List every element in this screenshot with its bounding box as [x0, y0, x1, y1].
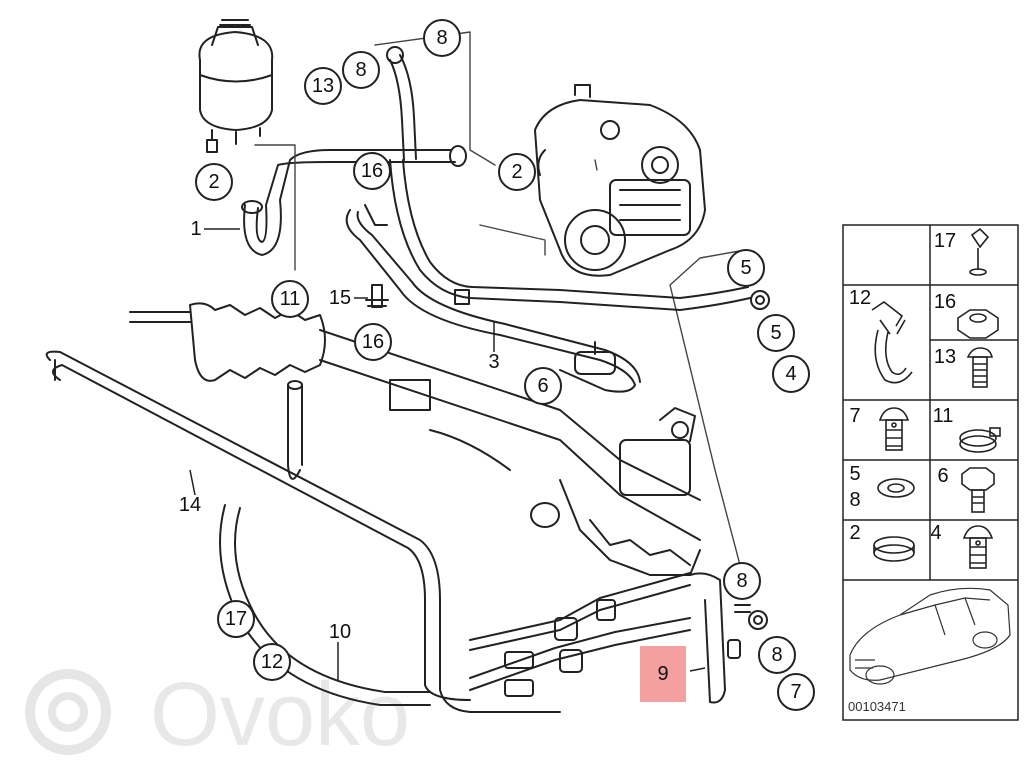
callout-5-top: 5 — [727, 249, 765, 287]
svg-text:11: 11 — [280, 288, 301, 310]
svg-text:6: 6 — [937, 465, 948, 487]
callout-8-bottom: 8 — [758, 636, 796, 674]
parts-table-cell-4: 4 — [930, 522, 994, 569]
parts-table-cell-16: 16 — [934, 291, 999, 339]
clamp-clip-icon — [969, 227, 990, 276]
fitting-15-drawing — [365, 284, 389, 308]
label-1: 1 — [190, 218, 201, 240]
svg-text:16: 16 — [361, 160, 383, 182]
svg-text:2: 2 — [208, 171, 219, 193]
svg-text:13: 13 — [312, 75, 334, 97]
callout-4: 4 — [772, 355, 810, 393]
svg-text:8: 8 — [436, 27, 447, 49]
parts-table-cell-2: 2 — [849, 522, 915, 562]
svg-text:5: 5 — [740, 257, 751, 279]
hose-1-drawing — [241, 145, 467, 256]
svg-text:17: 17 — [934, 230, 956, 252]
svg-text:16: 16 — [934, 291, 956, 313]
highlight-callout-9: 9 — [640, 646, 686, 702]
callout-6: 6 — [524, 367, 562, 405]
bracket-clip-icon — [871, 301, 913, 384]
svg-text:8: 8 — [355, 59, 366, 81]
svg-text:5: 5 — [849, 463, 860, 485]
clamp-band-icon — [873, 536, 915, 562]
parts-table-cell-6: 6 — [937, 465, 995, 513]
svg-text:13: 13 — [934, 346, 956, 368]
hose-3-drawing — [345, 46, 770, 393]
svg-text:5: 5 — [770, 322, 781, 344]
svg-text:7: 7 — [849, 405, 860, 427]
parts-table-cell-13: 13 — [934, 346, 993, 388]
label-10: 10 — [329, 621, 351, 643]
svg-text:16: 16 — [362, 331, 384, 353]
callout-5-mid: 5 — [757, 314, 795, 352]
svg-text:7: 7 — [790, 681, 801, 703]
svg-text:8: 8 — [849, 489, 860, 511]
label-3: 3 — [488, 351, 499, 373]
seal-ring-icon — [877, 478, 915, 498]
callout-11: 11 — [271, 280, 309, 318]
svg-text:2: 2 — [849, 522, 860, 544]
reservoir-drawing — [198, 19, 274, 153]
hose-clamp-icon — [959, 427, 1001, 453]
svg-text:4: 4 — [785, 363, 796, 385]
fittings-drawing — [504, 572, 768, 704]
callout-8-top-left: 8 — [342, 51, 380, 89]
parts-table-cell-12: 12 — [849, 287, 913, 384]
svg-text:17: 17 — [225, 608, 247, 630]
bolt-icon — [966, 347, 993, 388]
svg-text:8: 8 — [771, 644, 782, 666]
svg-text:4: 4 — [930, 522, 941, 544]
svg-text:6: 6 — [537, 375, 548, 397]
callout-13: 13 — [304, 67, 342, 105]
label-9: 9 — [657, 663, 668, 685]
parts-table-cell-17: 17 — [934, 227, 990, 276]
svg-text:11: 11 — [933, 405, 954, 427]
hose-11-drawing — [287, 380, 303, 480]
watermark: Ovoko — [25, 665, 410, 765]
svg-text:8: 8 — [736, 570, 747, 592]
svg-text:12: 12 — [849, 287, 871, 309]
callout-17: 17 — [217, 600, 255, 638]
callout-16-mid: 16 — [354, 323, 392, 361]
parts-table-cell-7: 7 — [849, 405, 910, 451]
callout-8-top: 8 — [423, 19, 461, 57]
callout-7: 7 — [777, 673, 815, 711]
banjo-bolt-icon — [878, 407, 910, 451]
cooler-loop-drawing — [45, 350, 691, 713]
parts-table-cell-11: 11 — [933, 405, 1001, 453]
hex-nut-icon — [957, 309, 999, 339]
steering-rack-drawing — [129, 302, 701, 576]
callout-12: 12 — [253, 643, 291, 681]
label-15: 15 — [329, 287, 351, 309]
callout-16-top: 16 — [353, 152, 391, 190]
svg-text:12: 12 — [261, 651, 283, 673]
callout-8-lower: 8 — [723, 562, 761, 600]
svg-text:2: 2 — [511, 161, 522, 183]
banjo-bolt-icon — [962, 525, 994, 569]
hex-bolt-icon — [961, 467, 995, 513]
label-14: 14 — [179, 494, 201, 516]
callout-2-right: 2 — [498, 153, 536, 191]
callout-2-left: 2 — [195, 163, 233, 201]
parts-table — [842, 224, 1019, 721]
parts-table-cell-5-8: 5 8 — [849, 463, 915, 511]
watermark-text: Ovoko — [150, 665, 410, 765]
reference-code: 00103471 — [848, 699, 906, 714]
pump-drawing — [534, 84, 706, 277]
car-silhouette-icon — [849, 587, 1011, 685]
